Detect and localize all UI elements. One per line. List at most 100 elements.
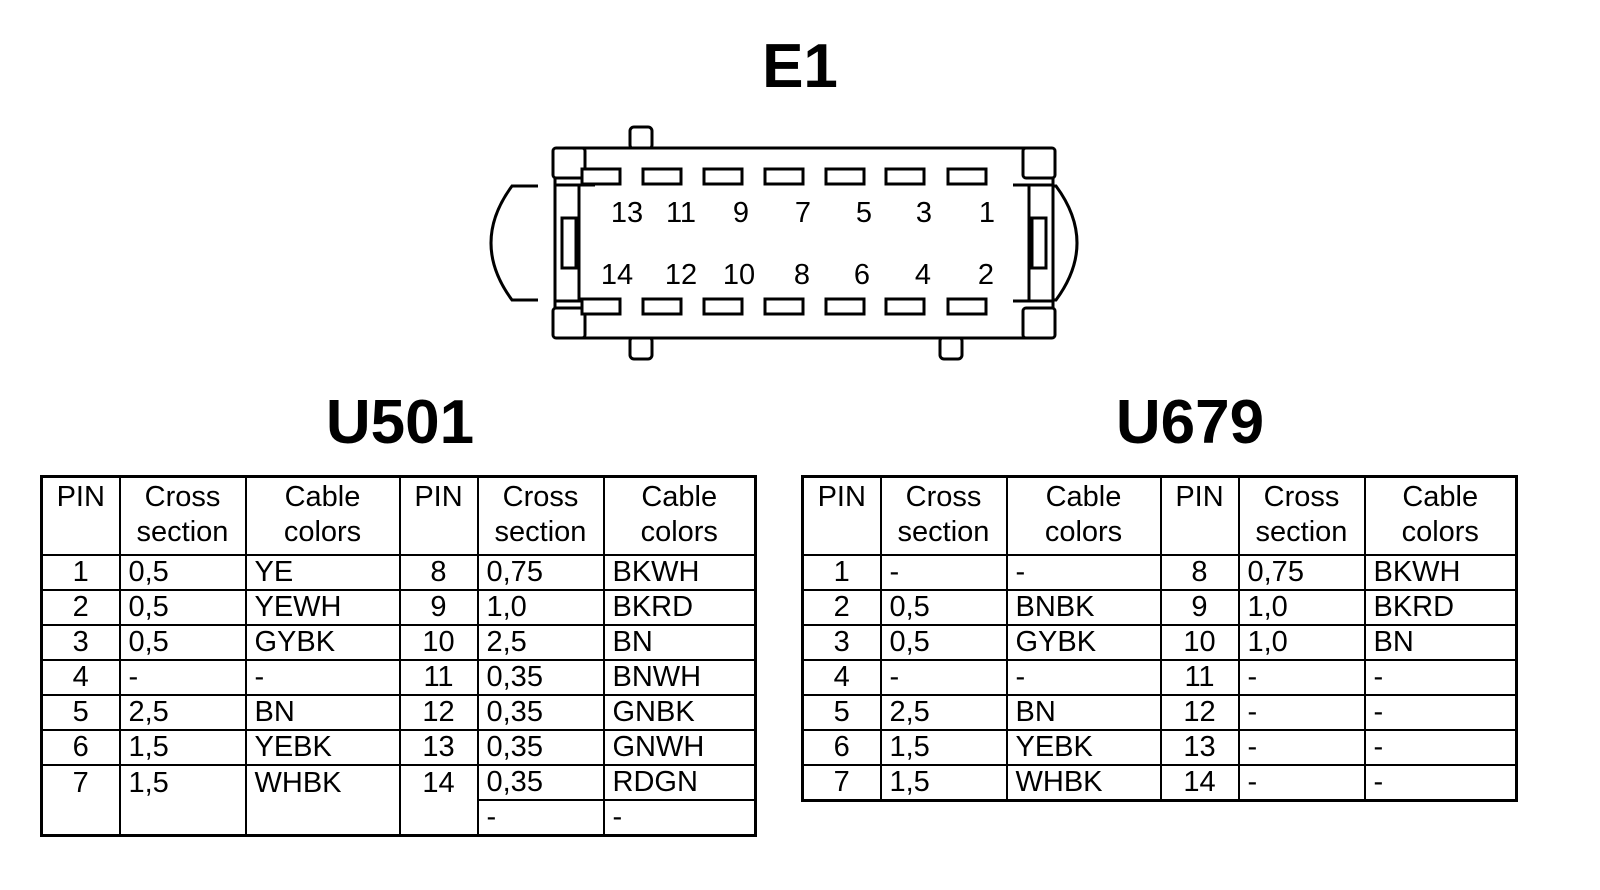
- table-row: 2 0,5 YEWH 9 1,0 BKRD: [40, 589, 757, 626]
- pin-cell: 3: [40, 624, 121, 661]
- cable-color-cell: BKWH: [602, 554, 757, 591]
- cross-section-cell: 2,5: [118, 694, 247, 731]
- cross-section-cell: 1,0: [1237, 589, 1366, 626]
- pin-cell: 5: [40, 694, 121, 731]
- pin-slot: [763, 167, 805, 186]
- table-row: 4 - - 11 0,35 BNWH: [40, 659, 757, 696]
- cable-color-cell: -: [1363, 764, 1518, 802]
- pin-slots: [580, 167, 988, 316]
- pin-slot: [763, 297, 805, 316]
- cable-color-cell: -: [244, 659, 401, 696]
- pin-cell: 14: [1159, 764, 1240, 802]
- cross-section-cell: 0,5: [879, 589, 1008, 626]
- pin-cell: 5: [801, 694, 882, 731]
- cross-section-cell: -: [118, 659, 247, 696]
- pin-label: 10: [723, 259, 755, 291]
- pin-label: 2: [978, 259, 994, 291]
- pin-header: PIN: [801, 475, 882, 556]
- cross-section-cell: 0,75: [476, 554, 605, 591]
- table-row: - -: [42, 799, 757, 837]
- table-row: 1 0,5 YE 8 0,75 BKWH: [40, 554, 757, 591]
- table-row: 3 0,5 GYBK 10 1,0 BN: [801, 624, 1518, 661]
- pin-cell: 9: [398, 589, 479, 626]
- cable-color-cell: RDGN: [602, 764, 757, 801]
- table-row: 4 - - 11 - -: [801, 659, 1518, 696]
- table-row: 1 - - 8 0,75 BKWH: [801, 554, 1518, 591]
- pin-header: PIN: [1159, 475, 1240, 556]
- pin-header: PIN: [398, 475, 479, 556]
- table-row: 2 0,5 BNBK 9 1,0 BKRD: [801, 589, 1518, 626]
- pin-slot: [580, 297, 622, 316]
- connector-diagram: 13 11 9 7 5 3 1 14 12 10 8 6 4 2: [489, 125, 1079, 361]
- cross-section-cell: 1,0: [476, 589, 605, 626]
- cross-section-cell: 1,5: [879, 764, 1008, 802]
- pin-label: 6: [854, 259, 870, 291]
- cross-section-cell: -: [476, 799, 605, 837]
- cross-section-cell: 1,5: [879, 729, 1008, 766]
- table-row: 3 0,5 GYBK 10 2,5 BN: [40, 624, 757, 661]
- pin-labels: 13 11 9 7 5 3 1 14 12 10 8 6 4 2: [601, 197, 995, 291]
- pin-cell: 7: [801, 764, 882, 802]
- table-row: 6 1,5 YEBK 13 0,35 GNWH: [40, 729, 757, 766]
- cable-color-cell: GYBK: [244, 624, 401, 661]
- pin-cell: 13: [1159, 729, 1240, 766]
- pin-cell: 1: [40, 554, 121, 591]
- connector-title: E1: [762, 32, 838, 101]
- cable-color-cell: BKRD: [1363, 589, 1518, 626]
- cable-color-cell: -: [1005, 659, 1162, 696]
- cross-section-cell: 1,5: [118, 764, 247, 837]
- pin-slot: [702, 297, 744, 316]
- cable-color-cell: BN: [1005, 694, 1162, 731]
- pin-cell: 7: [40, 764, 121, 837]
- cable-color-cell: YEWH: [244, 589, 401, 626]
- pin-label: 13: [611, 197, 643, 229]
- u679-title: U679: [1115, 388, 1265, 457]
- cable-color-cell: BNWH: [602, 659, 757, 696]
- pin-cell: 2: [801, 589, 882, 626]
- pin-cell: 3: [801, 624, 882, 661]
- pin-label: 4: [915, 259, 931, 291]
- cross-section-cell: 0,35: [476, 764, 605, 801]
- pin-cell: 6: [801, 729, 882, 766]
- pin-cell: 4: [801, 659, 882, 696]
- pin-cell: 11: [1159, 659, 1240, 696]
- cable-color-cell: GNWH: [602, 729, 757, 766]
- cross-section-cell: -: [1237, 659, 1366, 696]
- cross-section-cell: 2,5: [476, 624, 605, 661]
- table-row: 7 1,5 WHBK 14 - -: [801, 764, 1518, 802]
- cross-section-cell: 0,5: [118, 624, 247, 661]
- table-row: 7 1,5 WHBK 14 0,35 RDGN: [40, 764, 757, 837]
- pin-slot: [580, 167, 622, 186]
- cross-section-cell: 0,35: [476, 729, 605, 766]
- cable-color-cell: YEBK: [244, 729, 401, 766]
- cable-color-cell: -: [1363, 694, 1518, 731]
- cable-color-cell: BN: [602, 624, 757, 661]
- cable-color-cell: WHBK: [1005, 764, 1162, 802]
- pin-cell: 10: [1159, 624, 1240, 661]
- cross-section-cell: -: [1237, 694, 1366, 731]
- pin-label: 7: [795, 197, 811, 229]
- pin-slot: [824, 297, 866, 316]
- pin-cell: 9: [1159, 589, 1240, 626]
- cross-section-cell: 1,5: [118, 729, 247, 766]
- cable-color-cell: WHBK: [244, 764, 401, 837]
- pin-label: 3: [916, 197, 932, 229]
- cable-color-cell: BN: [1363, 624, 1518, 661]
- pin-slot: [884, 297, 926, 316]
- pin-slot: [946, 297, 988, 316]
- table-row: 5 2,5 BN 12 - -: [801, 694, 1518, 731]
- pin-label: 1: [979, 197, 995, 229]
- pin-slot: [824, 167, 866, 186]
- cross-section-cell: 0,35: [476, 694, 605, 731]
- pin-cell: 2: [40, 589, 121, 626]
- cable-color-cell: -: [1005, 554, 1162, 591]
- connector-housing: [489, 125, 1079, 361]
- pin-label: 8: [794, 259, 810, 291]
